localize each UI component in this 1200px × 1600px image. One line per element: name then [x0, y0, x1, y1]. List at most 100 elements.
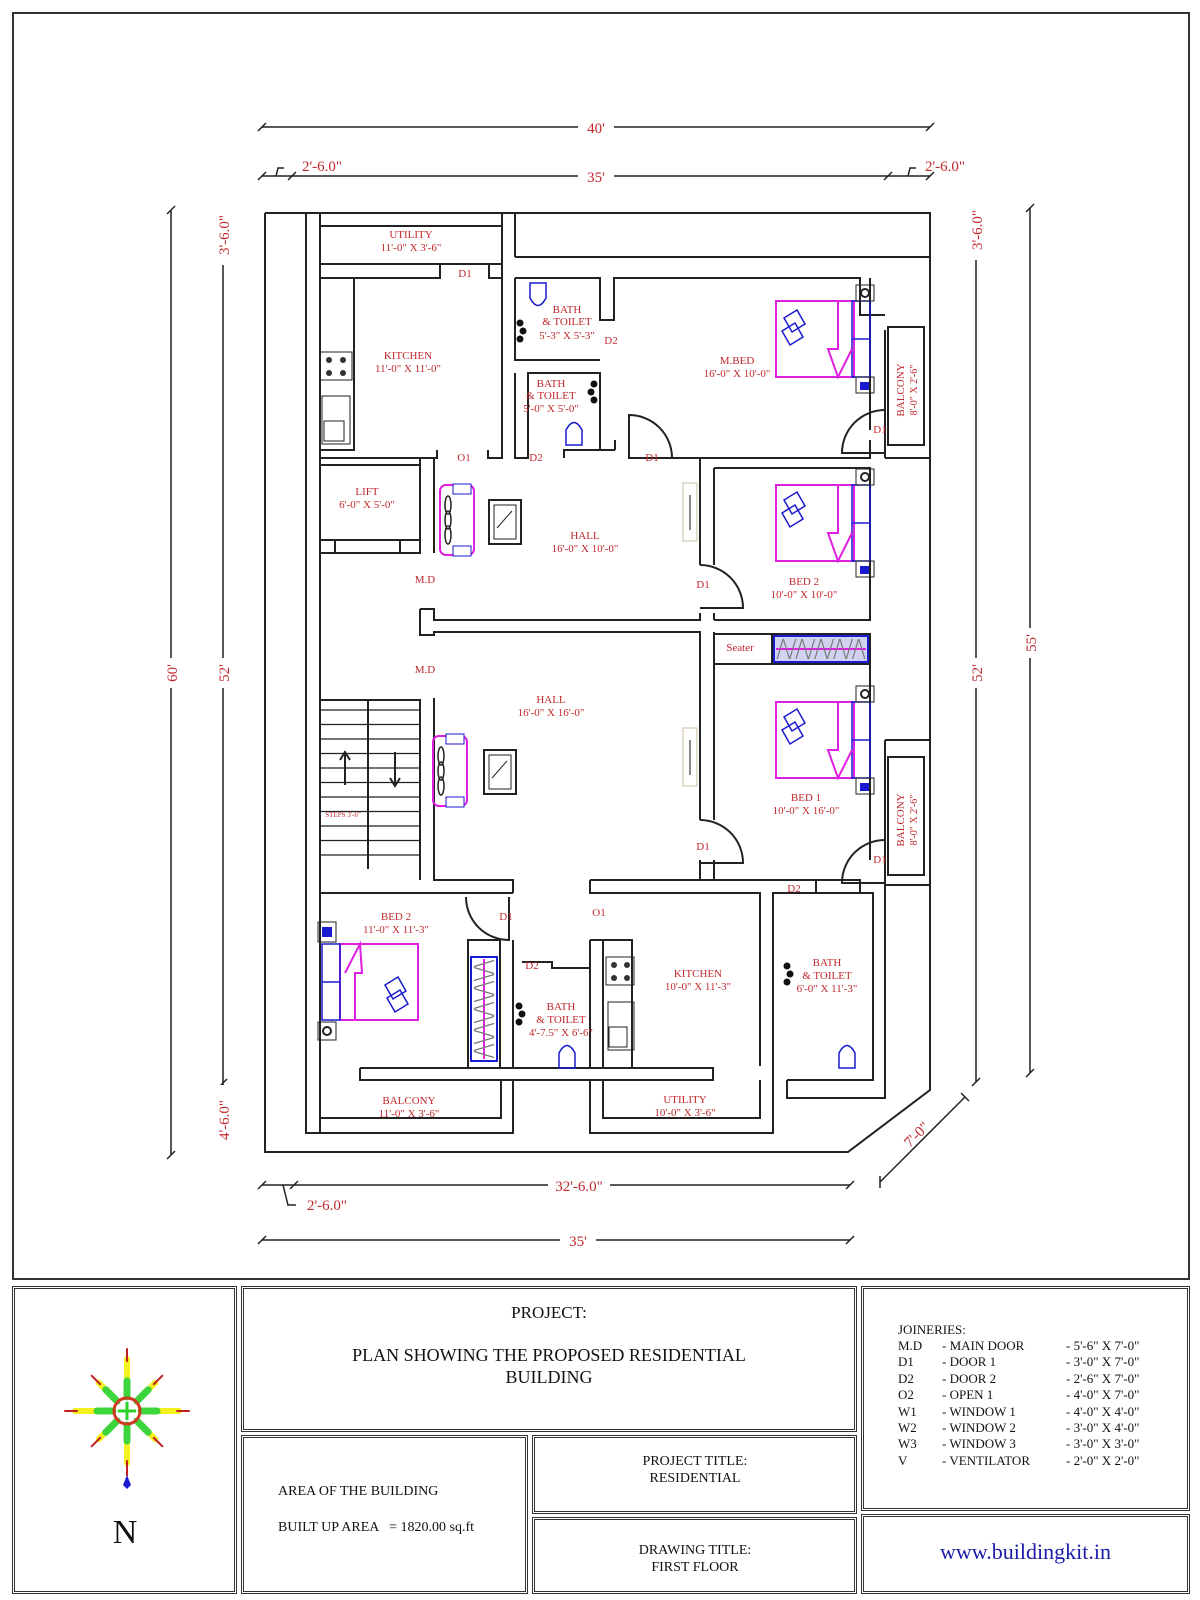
compass-ray	[90, 1436, 102, 1448]
compass-ray	[152, 1436, 164, 1448]
size-mbed: 16'-0" X 10'-0"	[704, 368, 771, 380]
joinery-size: - 3'-0" X 3'-0"	[1066, 1436, 1140, 1452]
joinery-name: - WINDOW 3	[942, 1436, 1016, 1452]
label-bath1: BATH	[553, 304, 582, 316]
door-label: D1	[458, 268, 471, 280]
joinery-size: - 3'-0" X 7'-0"	[1066, 1354, 1140, 1370]
opening-label: O1	[592, 907, 605, 919]
joinery-row: V - VENTILATOR - 2'-0" X 2'-0"	[898, 1453, 1186, 1469]
drawing-title-cell: DRAWING TITLE: FIRST FLOOR	[532, 1517, 857, 1594]
hanger	[801, 638, 809, 660]
size-lift: 6'-0" X 5'-0"	[339, 499, 395, 511]
joinery-name: - WINDOW 1	[942, 1403, 1016, 1419]
size-hall-top: 16'-0" X 10'-0"	[552, 543, 619, 555]
joinery-code: D1	[898, 1354, 914, 1370]
hanger	[473, 1022, 495, 1031]
dim-60: 60'	[165, 664, 181, 682]
north-compass-icon	[64, 1348, 190, 1489]
joinery-row: D1- DOOR 1- 3'-0" X 7'-0"	[898, 1354, 1186, 1370]
joinery-code: W2	[898, 1420, 917, 1436]
joinery-row: M.D- MAIN DOOR- 5'-6" X 7'-0"	[898, 1338, 1186, 1354]
area-heading: AREA OF THE BUILDING	[278, 1484, 439, 1499]
joineries-list: M.D- MAIN DOOR- 5'-6" X 7'-0"D1- DOOR 1-…	[898, 1338, 1186, 1469]
joinery-code: D2	[898, 1370, 914, 1386]
hanger	[826, 638, 835, 660]
size-utility-bottom: 10'-0" X 3'-6"	[654, 1107, 715, 1119]
label-bed1: BED 1	[791, 792, 821, 804]
joinery-size: - 2'-0" X 2'-0"	[1066, 1452, 1140, 1468]
website-cell: www.buildingkit.in	[861, 1514, 1190, 1594]
door-label: D1	[499, 911, 512, 923]
steps-label: STEPS 3'-6"	[325, 811, 361, 819]
door-label: D1	[873, 854, 886, 866]
door-label: D1	[645, 452, 658, 464]
dim-left-offset-top: 2'-6.0"	[302, 159, 342, 175]
bed-furniture-bed2-bottom	[317, 921, 419, 1041]
project-title-value: RESIDENTIAL	[649, 1471, 741, 1486]
dim-32-6: 32'-6.0"	[555, 1179, 603, 1195]
dim-right-offset-top: 2'-6.0"	[925, 159, 965, 175]
hanger	[845, 638, 853, 660]
hanger	[782, 638, 791, 660]
joinery-size: - 5'-6" X 7'-0"	[1066, 1338, 1140, 1353]
size-bath1: 5'-3" X 5'-3"	[539, 330, 595, 342]
hanger	[776, 638, 784, 660]
label-hall-bottom: HALL	[536, 694, 566, 706]
hanger	[820, 638, 828, 660]
compass-ray	[102, 1386, 121, 1405]
label-balcony-bottom: BALCONY	[382, 1095, 435, 1107]
main-door-label: M.D	[415, 664, 436, 676]
dimension-left-inner: 52' 3'-6.0" 4'-6.0"	[214, 205, 233, 1155]
hanger	[473, 1036, 495, 1045]
joinery-name: - DOOR 2	[942, 1370, 997, 1386]
hanger	[839, 638, 847, 660]
dimension-right-inner: 3'-6.0" 52'	[967, 200, 986, 1087]
label-bath4-2: & TOILET	[802, 970, 852, 982]
room-labels: UTILITY 11'-0" X 3'-6" KITCHEN 11'-0" X …	[339, 229, 920, 1120]
compass-ray	[133, 1417, 152, 1436]
joinery-name: - MAIN DOOR	[942, 1338, 1025, 1353]
size-bed1: 10'-0" X 16'-0"	[773, 805, 840, 817]
joinery-code: V	[898, 1452, 908, 1468]
project-title-cell: PROJECT TITLE: RESIDENTIAL	[532, 1435, 857, 1514]
label-bath3: BATH	[547, 1001, 576, 1013]
hanger	[814, 638, 822, 660]
compass-ray	[90, 1374, 102, 1386]
label-seater: Seater	[726, 642, 754, 654]
door-label: D2	[604, 335, 617, 347]
size-balcony-right-bottom: 8'-0" X 2'-6"	[909, 795, 920, 846]
dim-top-offset-right: 3'-6.0"	[970, 210, 986, 250]
hanger	[473, 987, 495, 996]
label-utility-top: UTILITY	[389, 229, 432, 241]
website-link[interactable]: www.buildingkit.in	[940, 1539, 1111, 1564]
compass-ray	[102, 1417, 121, 1436]
label-bath3-2: & TOILET	[536, 1014, 586, 1026]
joinery-row: D2- DOOR 2- 2'-6" X 7'-0"	[898, 1371, 1186, 1387]
dimension-top-inner: 35' 2'-6.0" 2'-6.0"	[257, 159, 965, 186]
joineries-cell: JOINERIES: M.D- MAIN DOOR- 5'-6" X 7'-0"…	[861, 1286, 1190, 1511]
dim-55: 55'	[1024, 634, 1040, 652]
label-bath1-2: & TOILET	[542, 316, 592, 328]
door-label: D2	[529, 452, 542, 464]
joinery-size: - 4'-0" X 4'-0"	[1066, 1403, 1140, 1419]
size-hall-bottom: 16'-0" X 16'-0"	[518, 707, 585, 719]
project-heading: PROJECT:	[511, 1303, 587, 1322]
project-title-label: PROJECT TITLE:	[642, 1454, 748, 1469]
project-description-line1: PLAN SHOWING THE PROPOSED RESIDENTIAL	[352, 1345, 746, 1365]
sofa-top-hall	[439, 483, 522, 557]
kitchen-fixtures	[319, 351, 635, 1051]
hanger	[807, 638, 816, 660]
door-swings	[465, 409, 886, 942]
label-bed2-bottom: BED 2	[381, 911, 411, 923]
joinery-name: - VENTILATOR	[942, 1452, 1030, 1468]
label-bath4: BATH	[813, 957, 842, 969]
area-cell: AREA OF THE BUILDING BUILT UP AREA = 182…	[241, 1435, 528, 1594]
joineries-heading: JOINERIES:	[898, 1322, 966, 1337]
hanger	[473, 959, 495, 968]
hanger	[473, 1001, 495, 1010]
shower-taps	[515, 319, 794, 1026]
dim-bottom-left-offset: 2'-6.0"	[307, 1198, 347, 1214]
hanger	[789, 638, 797, 660]
drawing-frame	[12, 12, 1190, 1280]
size-kitchen-bottom: 10'-0" X 11'-3"	[665, 981, 731, 993]
